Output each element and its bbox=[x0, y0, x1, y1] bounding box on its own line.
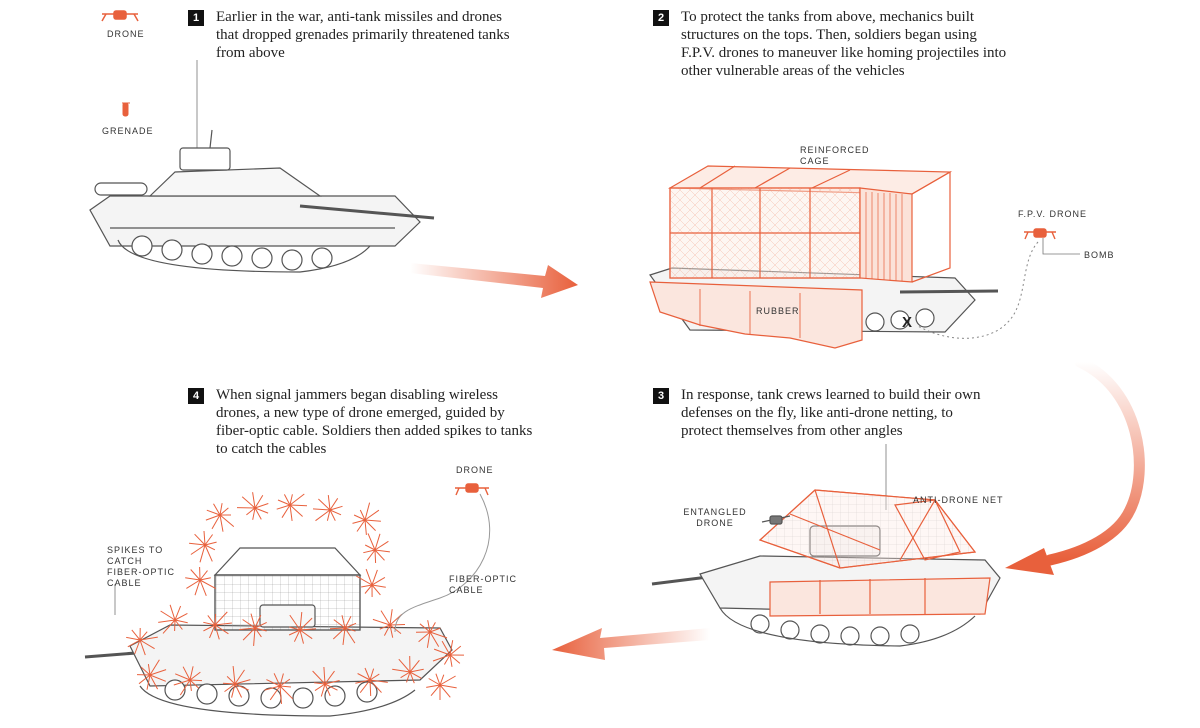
spike-cluster bbox=[158, 604, 188, 634]
spike-cluster bbox=[136, 659, 167, 690]
spike-cluster bbox=[392, 655, 424, 684]
step-text: When signal jammers began disabling wire… bbox=[216, 387, 533, 457]
entangled-drone-icon bbox=[761, 515, 791, 525]
arrow-step2-to-step3 bbox=[1044, 356, 1145, 566]
spike-cluster bbox=[415, 620, 448, 648]
fpv-drone-icon bbox=[1024, 228, 1056, 240]
fiber-optic-drone-icon bbox=[455, 483, 489, 496]
step-text: Earlier in the war, anti-tank missiles a… bbox=[216, 9, 510, 61]
step-text: To protect the tanks from above, mechani… bbox=[681, 9, 1007, 79]
arrow-step3-to-step4 bbox=[552, 628, 710, 660]
spike-cluster bbox=[205, 503, 235, 532]
spikes bbox=[126, 492, 465, 704]
tank-panel-2 bbox=[649, 165, 999, 349]
arrow-step1-to-step2 bbox=[410, 263, 578, 298]
drone-label: DRONE bbox=[107, 29, 145, 39]
reinforced-cage bbox=[667, 165, 953, 283]
grenade-label: GRENADE bbox=[102, 126, 154, 136]
anti-drone-net-label: ANTI-DRONE NET bbox=[913, 495, 1004, 505]
spike-cluster bbox=[264, 673, 294, 704]
spike-cluster bbox=[203, 611, 232, 640]
spikes-label: SPIKES TO CATCH FIBER-OPTIC CABLE bbox=[107, 545, 176, 588]
step-number-badge: 4 bbox=[188, 388, 204, 404]
tank-panel-4 bbox=[84, 483, 491, 717]
spike-cluster bbox=[432, 640, 465, 667]
spike-cluster bbox=[355, 667, 388, 697]
spike-cluster bbox=[356, 568, 386, 598]
spike-cluster bbox=[288, 612, 317, 644]
spike-cluster bbox=[363, 533, 390, 564]
spike-cluster bbox=[236, 492, 269, 520]
anti-drone-net bbox=[758, 489, 977, 569]
wire-cage bbox=[213, 547, 362, 631]
drone-icon bbox=[101, 10, 139, 22]
fpv-flight-path bbox=[917, 241, 1039, 339]
spike-cluster bbox=[329, 615, 357, 645]
fiber-optic-cable-label: FIBER-OPTIC CABLE bbox=[449, 574, 518, 595]
spike-cluster bbox=[352, 502, 381, 535]
spike-cluster bbox=[312, 495, 343, 522]
fiber-optic-cable-line bbox=[394, 493, 491, 633]
drone-label-step4: DRONE bbox=[456, 465, 494, 475]
tank-panel-3 bbox=[651, 444, 1001, 647]
bomb-label: BOMB bbox=[1084, 250, 1115, 260]
spike-cluster bbox=[239, 613, 267, 646]
grenade-icon bbox=[122, 102, 130, 117]
spike-cluster bbox=[173, 666, 203, 696]
spike-cluster bbox=[222, 666, 251, 698]
spike-cluster bbox=[312, 666, 340, 697]
spike-cluster bbox=[276, 493, 308, 521]
rubber-skirt bbox=[649, 281, 863, 349]
impact-point-mark: X bbox=[902, 314, 913, 331]
rubber-label: RUBBER bbox=[756, 306, 800, 316]
step-number-badge: 1 bbox=[188, 10, 204, 26]
tank-panel-1 bbox=[89, 60, 435, 273]
spike-cluster bbox=[189, 530, 217, 563]
spike-cluster bbox=[185, 566, 217, 596]
step-number-badge: 2 bbox=[653, 10, 669, 26]
bomb-leader-line bbox=[1042, 238, 1080, 255]
reinforced-cage-label: REINFORCED CAGE bbox=[800, 145, 870, 166]
fpv-drone-label: F.P.V. DRONE bbox=[1018, 209, 1088, 219]
spike-cluster bbox=[126, 627, 158, 656]
spike-cluster bbox=[426, 673, 457, 700]
step-text: In response, tank crews learned to build… bbox=[681, 387, 981, 439]
step-number-badge: 3 bbox=[653, 388, 669, 404]
entangled-drone-label: ENTANGLED DRONE bbox=[683, 507, 747, 528]
